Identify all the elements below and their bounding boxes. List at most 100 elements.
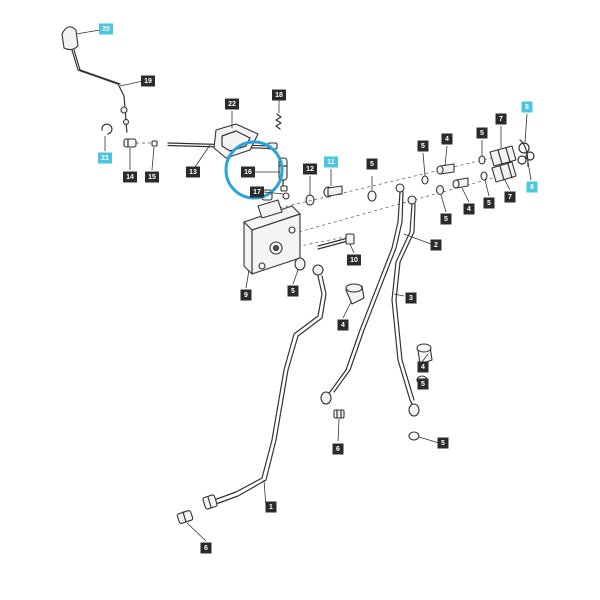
o-ring [367, 190, 377, 202]
callout-box [250, 186, 264, 198]
leader-lines [75, 28, 532, 542]
o-ring [478, 155, 486, 165]
callout-box [324, 156, 338, 168]
callout-number: 14 [126, 174, 134, 181]
callout-5: 5 [440, 213, 452, 225]
callout-box [476, 127, 488, 139]
callout-19: 19 [141, 75, 155, 87]
circlip [101, 123, 113, 135]
ball-and-spring [280, 185, 290, 200]
callout-box [337, 319, 349, 331]
callout-12: 12 [303, 163, 317, 175]
callout-number: 4 [341, 322, 345, 329]
callout-box [141, 75, 155, 87]
callout-15: 15 [145, 171, 159, 183]
callout-5: 5 [483, 197, 495, 209]
callout-6: 6 [200, 542, 212, 554]
callout-10: 10 [347, 254, 361, 266]
callout-box [417, 140, 429, 152]
quick-coupler [489, 145, 517, 167]
callout-box [303, 163, 317, 175]
callout-box [98, 152, 112, 164]
callout-number: 7 [508, 194, 512, 201]
callout-9: 9 [240, 289, 252, 301]
callout-number: 13 [189, 169, 197, 176]
o-ring [421, 175, 429, 185]
callout-number: 5 [480, 130, 484, 137]
valve-body [243, 189, 301, 275]
callout-box [99, 23, 113, 35]
dust-cap [517, 139, 535, 167]
callout-box [366, 158, 378, 170]
bolt-11 [323, 185, 343, 198]
callout-box [463, 203, 475, 215]
callout-2: 2 [430, 239, 442, 251]
callout-number: 20 [102, 26, 110, 33]
callout-13: 13 [186, 166, 200, 178]
rubber-boot [213, 123, 259, 159]
callout-box [287, 285, 299, 297]
hydraulic-pipe-2 [320, 183, 405, 405]
callout-box [240, 289, 252, 301]
callout-7: 7 [495, 113, 507, 125]
callout-number: 8 [530, 184, 534, 191]
callout-number: 4 [421, 364, 425, 371]
fitting [176, 510, 194, 524]
callout-box [265, 501, 277, 513]
callout-number: 5 [444, 216, 448, 223]
callout-1: 1 [265, 501, 277, 513]
callout-box [123, 171, 137, 183]
callout-number: 1 [269, 504, 273, 511]
hydraulic-pipe-3 [391, 195, 420, 417]
o-ring [480, 171, 488, 181]
callout-14: 14 [123, 171, 137, 183]
o-ring [294, 257, 306, 271]
o-ring [435, 184, 445, 196]
callout-box [200, 542, 212, 554]
lever-rod [71, 49, 130, 133]
callout-5: 5 [437, 437, 449, 449]
callout-5: 5 [287, 285, 299, 297]
callout-5: 5 [417, 140, 429, 152]
callout-5: 5 [417, 378, 429, 390]
callout-number: 10 [350, 257, 358, 264]
callout-number: 9 [244, 292, 248, 299]
callout-box [225, 98, 239, 110]
callout-box [332, 443, 344, 455]
callout-6: 6 [332, 443, 344, 455]
spring [275, 113, 282, 130]
quick-coupler [491, 161, 517, 183]
callout-22: 22 [225, 98, 239, 110]
callout-number: 5 [421, 143, 425, 150]
callout-5: 5 [366, 158, 378, 170]
callout-box [483, 197, 495, 209]
callout-box [440, 213, 452, 225]
callout-number: 11 [327, 159, 335, 166]
callout-number: 19 [144, 78, 152, 85]
callout-box [347, 254, 361, 266]
callout-number: 18 [275, 92, 283, 99]
callout-number: 16 [244, 169, 252, 176]
callout-21: 21 [98, 152, 112, 164]
callout-box [272, 89, 286, 101]
callout-number: 6 [336, 446, 340, 453]
callout-number: 17 [253, 189, 261, 196]
callout-number: 5 [291, 288, 295, 295]
bolt-10 [317, 233, 355, 250]
clevis [123, 138, 137, 148]
adapter [345, 283, 365, 305]
callout-number: 6 [204, 545, 208, 552]
callout-box [430, 239, 442, 251]
banjo-bolt [452, 177, 469, 189]
hydraulic-pipe-1 [202, 264, 327, 510]
callout-number: 8 [525, 104, 529, 111]
callout-box [526, 181, 538, 193]
fitting [333, 409, 345, 419]
callout-number: 5 [441, 440, 445, 447]
callout-box [417, 361, 429, 373]
washer-12 [305, 194, 315, 206]
callout-number: 22 [228, 101, 236, 108]
callout-box [437, 437, 449, 449]
callout-number: 15 [148, 174, 156, 181]
